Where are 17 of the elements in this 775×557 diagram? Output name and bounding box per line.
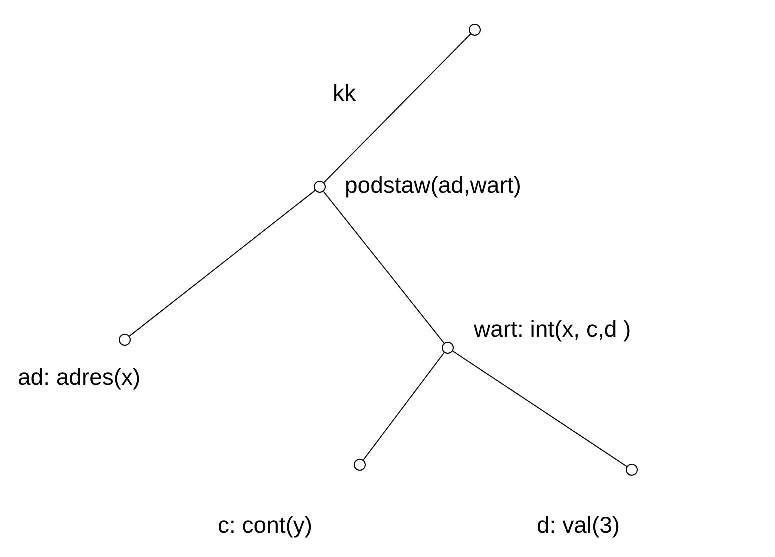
edge-label: kk [333, 80, 356, 106]
tree-node-circle [626, 464, 638, 476]
connector-line [324, 34, 472, 184]
node-label: ad: adres(x) [18, 364, 141, 390]
connector-line [323, 191, 445, 344]
node-label: podstaw(ad,wart) [345, 172, 522, 198]
connector-line [452, 350, 628, 468]
tree-node-circle [314, 181, 326, 193]
node-label: wart: int(x, c,d ) [474, 316, 632, 342]
tree-node-circle [469, 24, 481, 36]
connector-line [363, 352, 445, 461]
tree-node-circle [354, 459, 366, 471]
tree-node-circle [442, 342, 454, 354]
connector-line [129, 190, 316, 337]
node-label: d: val(3) [537, 512, 620, 538]
node-label: c: cont(y) [218, 512, 313, 538]
tree-node-circle [119, 334, 131, 346]
